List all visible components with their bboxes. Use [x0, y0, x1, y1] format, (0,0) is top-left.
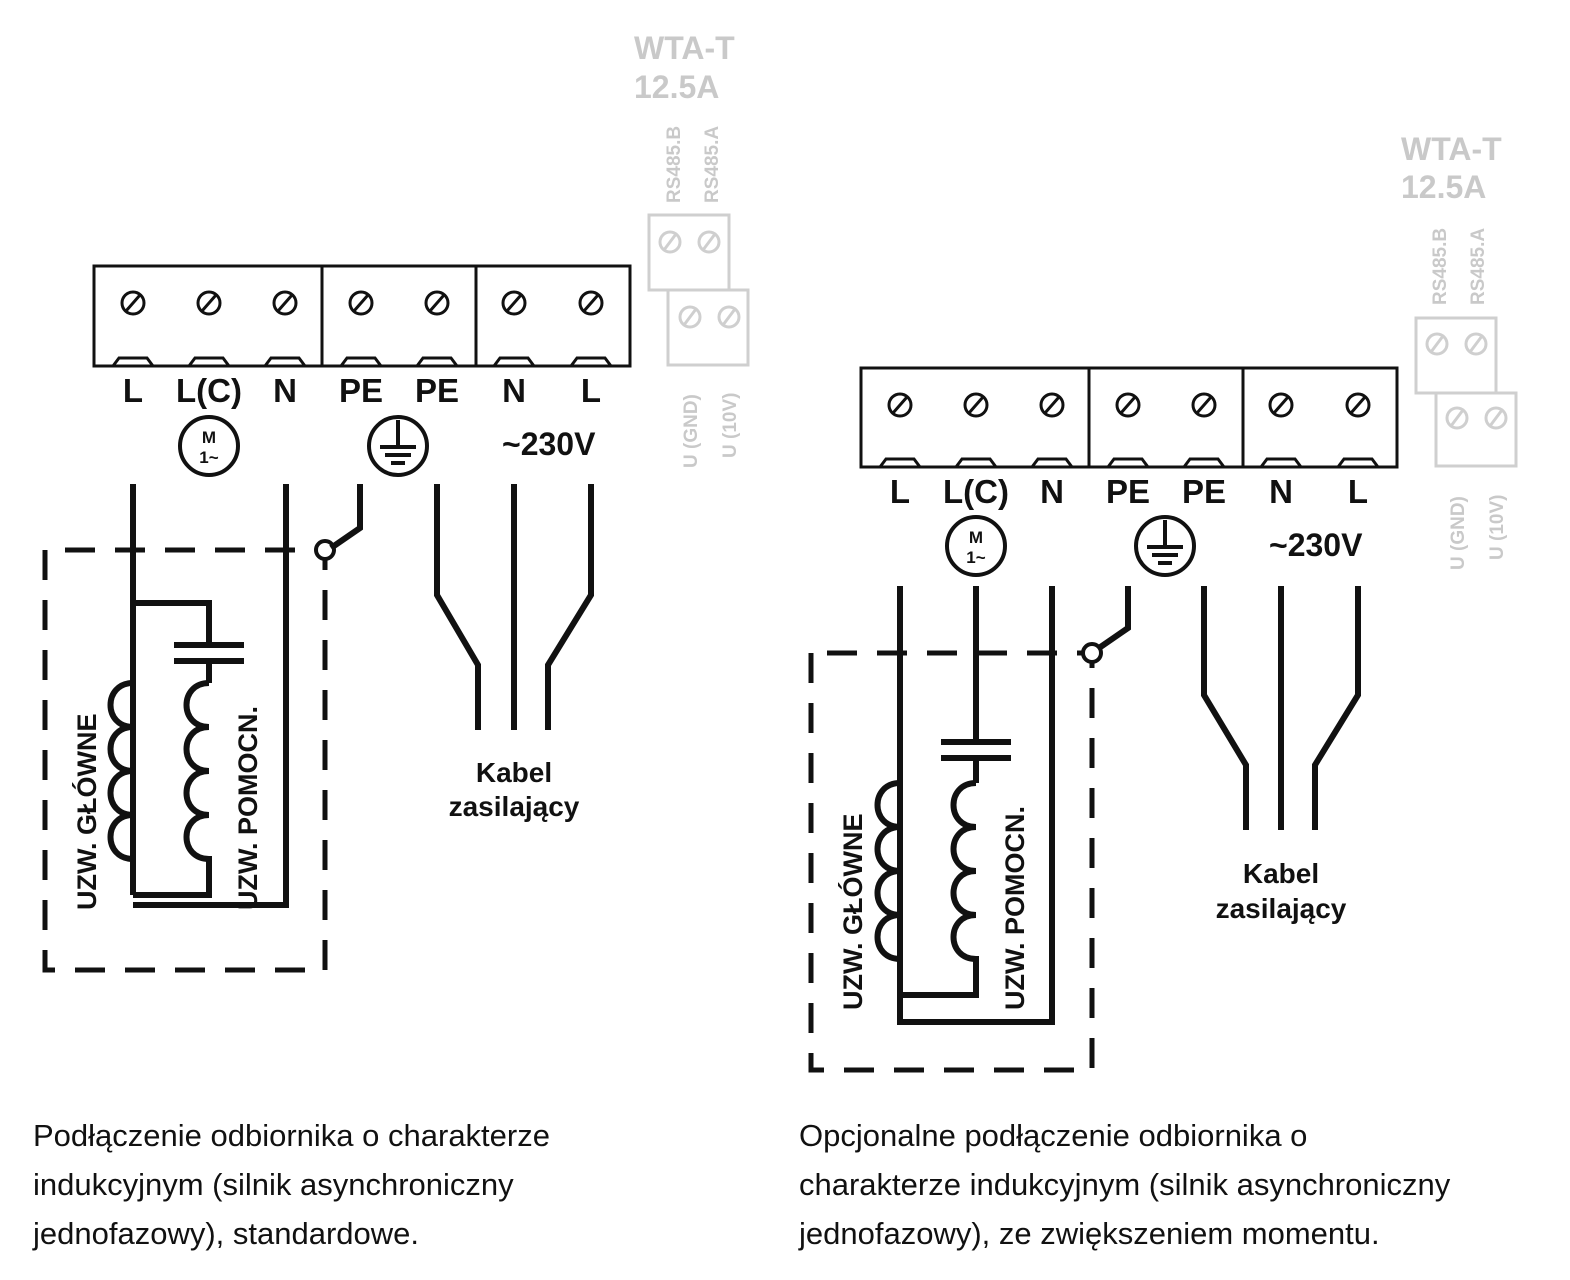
rs485-connector: [1414, 316, 1498, 395]
supply-cable: [1201, 586, 1361, 830]
ground-icon: [367, 415, 429, 477]
rs485-b-label: RS485.B: [664, 126, 685, 203]
caption-line: charakterze indukcyjnym (silnik asynchro…: [799, 1167, 1451, 1202]
terminal-label-pe: PE: [339, 372, 383, 409]
terminal-label-n: N: [1269, 473, 1293, 510]
main-winding-label: UZW. GŁÓWNE: [71, 714, 102, 910]
diagram-optional: WTA-T 12.5A RS485.B RS485.A U (GND) U (1…: [808, 131, 1518, 1073]
rs485-a-label: RS485.A: [702, 126, 723, 203]
terminal-label-l: L: [581, 372, 601, 409]
u-10v-label: U (10V): [1487, 495, 1508, 560]
motor-symbol-top: M: [969, 528, 983, 547]
terminal-label-n: N: [1040, 473, 1064, 510]
motor-symbol: M 1~: [945, 515, 1007, 577]
aux-winding-coil: [133, 680, 212, 898]
module-wta-t: WTA-T 12.5A RS485.B RS485.A U (GND) U (1…: [1401, 131, 1518, 570]
pe-connection-point: [314, 539, 336, 561]
rs485-a-label: RS485.A: [1468, 228, 1489, 305]
diagram-standard: WTA-T 12.5A RS485.B RS485.A U (GND) U (1…: [42, 30, 750, 973]
aux-winding-coil: [900, 780, 979, 998]
cable-label-line2: zasilający: [449, 791, 580, 822]
caption-line: Opcjonalne podłączenie odbiornika o: [799, 1118, 1308, 1153]
caption-line: jednofazowy), standardowe.: [33, 1216, 420, 1251]
motor-symbol: M 1~: [178, 415, 240, 477]
main-winding-coil: [874, 780, 903, 995]
motor-wiring: [130, 484, 363, 908]
module-wta-t: WTA-T 12.5A RS485.B RS485.A U (GND) U (1…: [634, 30, 750, 468]
cable-label-line2: zasilający: [1216, 893, 1347, 924]
aux-winding-label: UZW. POMOCN.: [1000, 806, 1030, 1010]
terminal-label-lc: L(C): [176, 372, 242, 409]
terminal-label-pe: PE: [415, 372, 459, 409]
terminal-block: L L(C) N PE PE N L: [859, 366, 1399, 510]
main-winding-label: UZW. GŁÓWNE: [837, 814, 868, 1010]
aux-winding-label: UZW. POMOCN.: [233, 706, 263, 910]
cable-label-line1: Kabel: [1243, 858, 1319, 889]
u-gnd-label: U (GND): [681, 394, 702, 468]
module-name: WTA-T: [1401, 131, 1502, 167]
voltage-label: ~230V: [502, 426, 596, 462]
terminal-label-l: L: [1348, 473, 1368, 510]
module-name: WTA-T: [634, 30, 735, 66]
terminal-label-l: L: [123, 372, 143, 409]
cable-label-line1: Kabel: [476, 757, 552, 788]
caption-line: jednofazowy), ze zwiększeniem momentu.: [799, 1216, 1380, 1251]
main-winding-coil: [107, 680, 136, 895]
terminal-label-pe: PE: [1106, 473, 1150, 510]
module-rating: 12.5A: [634, 69, 719, 105]
analog-connector: [1434, 391, 1518, 468]
motor-symbol-top: M: [202, 428, 216, 447]
rs485-connector: [647, 213, 731, 292]
analog-connector: [666, 288, 750, 367]
rs485-b-label: RS485.B: [1430, 228, 1451, 305]
caption-optional: Opcjonalne podłączenie odbiornika o char…: [799, 1111, 1450, 1258]
voltage-label: ~230V: [1269, 527, 1363, 563]
caption-line: indukcyjnym (silnik asynchroniczny: [33, 1167, 514, 1202]
supply-cable: [434, 484, 594, 730]
pe-connection-point: [1081, 642, 1103, 664]
terminal-screws: [878, 392, 1380, 468]
u-gnd-label: U (GND): [1448, 496, 1469, 570]
terminal-label-pe: PE: [1182, 473, 1226, 510]
motor-symbol-bottom: 1~: [199, 448, 218, 467]
motor-enclosure: [42, 547, 328, 973]
terminal-label-n: N: [502, 372, 526, 409]
caption-line: Podłączenie odbiornika o charakterze: [33, 1118, 550, 1153]
motor-enclosure: [808, 650, 1095, 1073]
u-10v-label: U (10V): [720, 393, 741, 458]
terminal-block: L L(C) N PE PE N L: [92, 264, 632, 409]
motor-wiring: [897, 586, 1131, 1025]
caption-standard: Podłączenie odbiornika o charakterze ind…: [33, 1111, 550, 1258]
motor-symbol-bottom: 1~: [966, 548, 985, 567]
module-rating: 12.5A: [1401, 169, 1486, 205]
terminal-label-l: L: [890, 473, 910, 510]
terminal-label-lc: L(C): [943, 473, 1009, 510]
terminal-screws: [111, 290, 613, 367]
terminal-label-n: N: [273, 372, 297, 409]
ground-icon: [1134, 515, 1196, 577]
